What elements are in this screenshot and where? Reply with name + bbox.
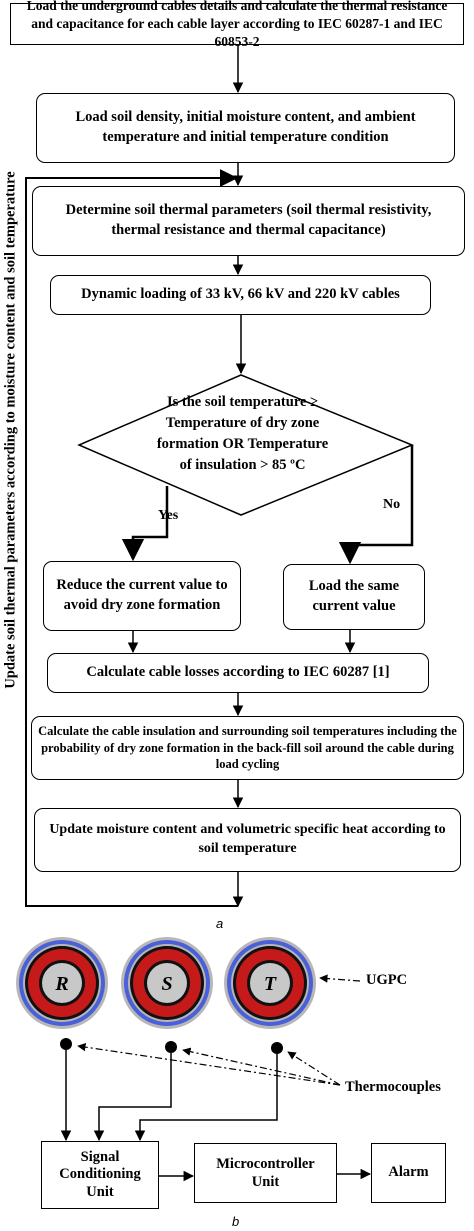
thermocouple-s-dot [165,1041,177,1053]
microcontroller-unit-text: Microcontroller Unit [216,1155,315,1190]
step-calculate-losses: Calculate cable losses according to IEC … [47,653,429,693]
step-dynamic-loading: Dynamic loading of 33 kV, 66 kV and 220 … [50,275,431,315]
pointer-to-thermocouple-s [182,1047,341,1086]
wire-thermocouple-t [134,1054,278,1142]
microcontroller-unit: Microcontroller Unit [194,1143,337,1203]
thermocouple-r-dot [60,1038,72,1050]
step-determine-soil-thermal-text: Determine soil thermal parameters (soil … [65,202,432,238]
action-reduce-current: Reduce the current value to avoid dry zo… [43,561,241,631]
cable-t: T [224,937,316,1029]
cable-t-label: T [264,973,277,995]
alarm-text: Alarm [388,1164,429,1181]
step-load-cable-details-text: Load the underground cables details and … [26,0,448,50]
step-load-soil-properties: Load soil density, initial moisture cont… [36,93,455,163]
cable-s-label: S [161,973,172,995]
no-label: No [383,497,401,512]
decision-text: Is the soil temperature ≥ Temperature of… [156,394,329,474]
wire-thermocouple-s [93,1053,172,1142]
step-load-cable-details: Load the underground cables details and … [10,0,464,49]
step-calculate-losses-text: Calculate cable losses according to IEC … [86,664,390,681]
step-determine-soil-thermal: Determine soil thermal parameters (soil … [32,186,465,256]
arrow-no-branch [338,445,414,565]
step-calculate-temperatures-text: Calculate the cable insulation and surro… [38,723,457,772]
action-load-same-current: Load the same current value [283,564,425,630]
step-calculate-temperatures: Calculate the cable insulation and surro… [31,716,464,780]
cable-s: S [121,937,213,1029]
ugpc-label: UGPC [366,972,408,988]
action-load-same-current-text: Load the same current value [308,578,400,614]
feedback-loop-line [25,169,238,907]
cable-r: R [16,937,108,1029]
pointer-to-thermocouple-t [287,1051,341,1086]
caption-a: a [216,916,224,931]
ugpc-pointer [319,974,361,983]
cable-r-label: R [54,973,68,995]
step-load-soil-properties-text: Load soil density, initial moisture cont… [75,109,416,145]
signal-conditioning-unit: Signal Conditioning Unit [41,1141,159,1209]
arrow-yes-branch [121,486,169,562]
signal-conditioning-unit-text: Signal Conditioning Unit [59,1148,141,1200]
step-update-moisture: Update moisture content and volumetric s… [34,808,461,872]
alarm-box: Alarm [371,1143,446,1203]
pointer-to-thermocouple-r [77,1042,341,1086]
decision-diamond [77,374,414,516]
action-reduce-current-text: Reduce the current value to avoid dry zo… [56,577,228,613]
step-update-moisture-text: Update moisture content and volumetric s… [49,822,446,856]
step-dynamic-loading-text: Dynamic loading of 33 kV, 66 kV and 220 … [81,286,400,303]
thermocouples-label: Thermocouples [345,1079,441,1095]
caption-b: b [232,1214,240,1229]
thermocouple-t-dot [271,1042,283,1054]
